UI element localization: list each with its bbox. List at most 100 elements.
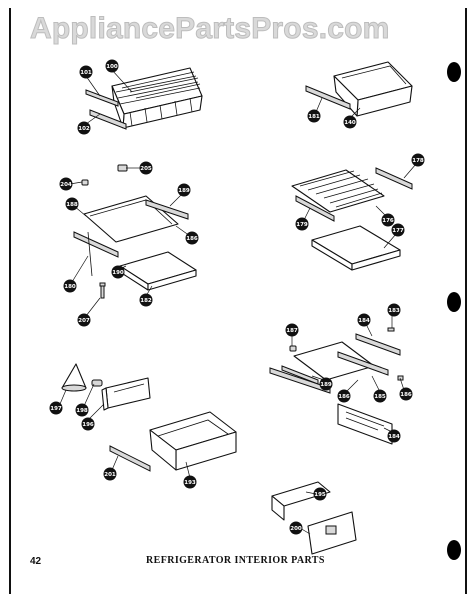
callout-label: 186: [186, 236, 198, 242]
callout-layer: 1011001021811402042051891881861801901822…: [49, 59, 425, 535]
callout-circle: [391, 223, 405, 237]
callout-label: 197: [50, 406, 62, 412]
pan-rail: [305, 85, 351, 110]
callout-label: 195: [314, 492, 326, 498]
callout-182: 182: [139, 293, 153, 307]
callout-label: 101: [80, 70, 92, 76]
callout-186: 186: [185, 231, 199, 245]
callout-circle: [411, 153, 425, 167]
callout-198: 198: [75, 403, 89, 417]
wire-shelf: [291, 169, 385, 213]
callout-circle: [285, 323, 299, 337]
callout-circle: [59, 177, 73, 191]
callout-190: 190: [111, 265, 125, 279]
callout-circle: [111, 265, 125, 279]
callout-circle: [81, 417, 95, 431]
callout-circle: [387, 303, 401, 317]
callout-circle: [103, 467, 117, 481]
callout-184: 184: [387, 429, 401, 443]
callout-186: 186: [399, 387, 413, 401]
watermark: AppliancePartsPros.com: [30, 12, 390, 46]
callout-label: 100: [106, 64, 118, 70]
callout-label: 187: [286, 328, 298, 334]
callout-circle: [63, 279, 77, 293]
callout-circle: [77, 121, 91, 135]
callout-circle: [319, 377, 333, 391]
crisper-cover-front: [269, 365, 331, 394]
shelf-clip: [81, 164, 128, 186]
callout-101: 101: [79, 65, 93, 79]
callout-102: 102: [77, 121, 91, 135]
callout-193: 193: [183, 475, 197, 489]
binder-hole-top: [447, 62, 461, 82]
callout-circle: [183, 475, 197, 489]
callout-circle: [343, 115, 357, 129]
shelf-support-rod: [87, 231, 93, 277]
callout-circle: [65, 197, 79, 211]
callout-label: 188: [66, 202, 78, 208]
callout-circle: [357, 313, 371, 327]
shelf-screw: [99, 282, 106, 299]
callout-180: 180: [63, 279, 77, 293]
callout-circle: [105, 59, 119, 73]
callout-200: 200: [289, 521, 303, 535]
callout-label: 190: [112, 270, 124, 276]
leader-lines: [59, 69, 417, 535]
callout-187: 187: [285, 323, 299, 337]
callout-207: 207: [77, 313, 91, 327]
callout-label: 177: [392, 228, 404, 234]
wire-shelf-rear-trim: [375, 167, 413, 190]
callout-label: 189: [320, 382, 332, 388]
callout-204: 204: [59, 177, 73, 191]
callout-label: 186: [400, 392, 412, 398]
callout-circle: [75, 403, 89, 417]
callout-label: 201: [104, 472, 116, 478]
callout-label: 204: [60, 182, 72, 188]
callout-label: 185: [374, 394, 386, 400]
callout-circle: [77, 313, 91, 327]
pan-rail-lower: [109, 445, 151, 472]
callout-circle: [185, 231, 199, 245]
binder-hole-bottom: [447, 540, 461, 560]
callout-circle: [295, 217, 309, 231]
callout-label: 207: [78, 318, 90, 324]
callout-197: 197: [49, 401, 63, 415]
callout-circle: [387, 429, 401, 443]
callout-179: 179: [295, 217, 309, 231]
callout-label: 198: [76, 408, 88, 414]
crisper-drawer-front: [337, 403, 393, 445]
callout-label: 182: [140, 298, 152, 304]
callout-circle: [49, 401, 63, 415]
crisper-hardware: [289, 327, 404, 381]
meat-pan: [333, 61, 413, 117]
callout-176: 176: [381, 213, 395, 227]
callout-184: 184: [357, 313, 371, 327]
callout-183: 183: [387, 303, 401, 317]
basket-rail-upper: [85, 89, 119, 107]
callout-189: 189: [177, 183, 191, 197]
callout-189: 189: [319, 377, 333, 391]
page-frame: [9, 8, 467, 594]
wire-shelf-front-trim: [295, 195, 335, 222]
dairy-knob: [91, 379, 103, 387]
callout-label: 176: [382, 218, 394, 224]
callout-circle: [381, 213, 395, 227]
mullion-bracket: [271, 481, 331, 521]
callout-circle: [313, 487, 327, 501]
vegetable-pan: [149, 411, 237, 471]
callout-label: 184: [388, 434, 400, 440]
wire-basket: [111, 67, 203, 129]
glass-shelf: [83, 195, 179, 243]
callout-196: 196: [81, 417, 95, 431]
callout-label: 140: [344, 120, 356, 126]
callout-circle: [307, 109, 321, 123]
callout-201: 201: [103, 467, 117, 481]
callout-circle: [79, 65, 93, 79]
crisper-cover-rear: [337, 333, 401, 376]
diagram-caption: REFRIGERATOR INTERIOR PARTS: [146, 555, 325, 566]
callout-label: 179: [296, 222, 308, 228]
callout-178: 178: [411, 153, 425, 167]
shelf-frame: [119, 251, 197, 291]
callout-label: 102: [78, 126, 90, 132]
